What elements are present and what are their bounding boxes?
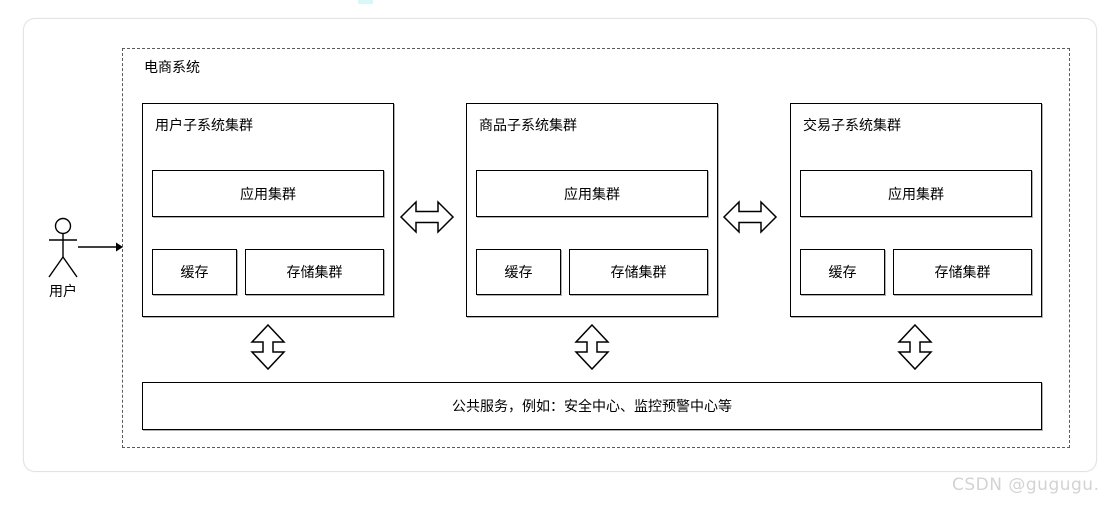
system-boundary-label: 电商系统 [144, 60, 200, 76]
subsystem-box-trade: 交易子系统集群 应用集群 缓存 存储集群 [790, 103, 1042, 317]
stick-figure-icon [48, 217, 78, 278]
subsystem-box-user: 用户子系统集群 应用集群 缓存 存储集群 [142, 103, 394, 317]
storage-cluster-label: 存储集群 [610, 265, 667, 281]
app-cluster-label: 应用集群 [564, 186, 620, 203]
subsystem-title: 交易子系统集群 [803, 118, 901, 134]
app-cluster-label: 应用集群 [240, 186, 296, 203]
storage-cluster-box: 存储集群 [245, 249, 384, 295]
subsystem-title: 用户子系统集群 [155, 118, 253, 134]
actor-label: 用户 [49, 284, 77, 300]
app-cluster-box: 应用集群 [800, 170, 1032, 217]
double-arrow-vertical-icon [250, 323, 286, 371]
shared-services-box: 公共服务，例如：安全中心、监控预警中心等 [142, 382, 1042, 430]
cache-box: 缓存 [476, 249, 561, 295]
cache-label: 缓存 [828, 265, 857, 281]
subsystem-box-product: 商品子系统集群 应用集群 缓存 存储集群 [466, 103, 718, 317]
shared-services-label: 公共服务，例如：安全中心、监控预警中心等 [452, 399, 732, 415]
user-to-system-arrow-icon [78, 242, 123, 252]
app-cluster-label: 应用集群 [888, 186, 944, 203]
double-arrow-horizontal-icon [722, 200, 778, 234]
subsystem-title: 商品子系统集群 [479, 118, 577, 134]
storage-cluster-label: 存储集群 [286, 265, 343, 281]
storage-cluster-box: 存储集群 [569, 249, 708, 295]
actor-user: 用户 [40, 213, 86, 301]
double-arrow-vertical-icon [574, 323, 610, 371]
watermark: CSDN @gugugu. [952, 475, 1100, 495]
system-boundary [122, 48, 1070, 448]
cache-label: 缓存 [180, 265, 209, 281]
double-arrow-horizontal-icon [399, 200, 455, 234]
cache-box: 缓存 [152, 249, 237, 295]
app-cluster-box: 应用集群 [152, 170, 384, 217]
cache-label: 缓存 [504, 265, 533, 281]
top-highlight-fragment [358, 0, 373, 4]
double-arrow-vertical-icon [897, 323, 933, 371]
storage-cluster-box: 存储集群 [893, 249, 1032, 295]
storage-cluster-label: 存储集群 [934, 265, 991, 281]
app-cluster-box: 应用集群 [476, 170, 708, 217]
cache-box: 缓存 [800, 249, 885, 295]
